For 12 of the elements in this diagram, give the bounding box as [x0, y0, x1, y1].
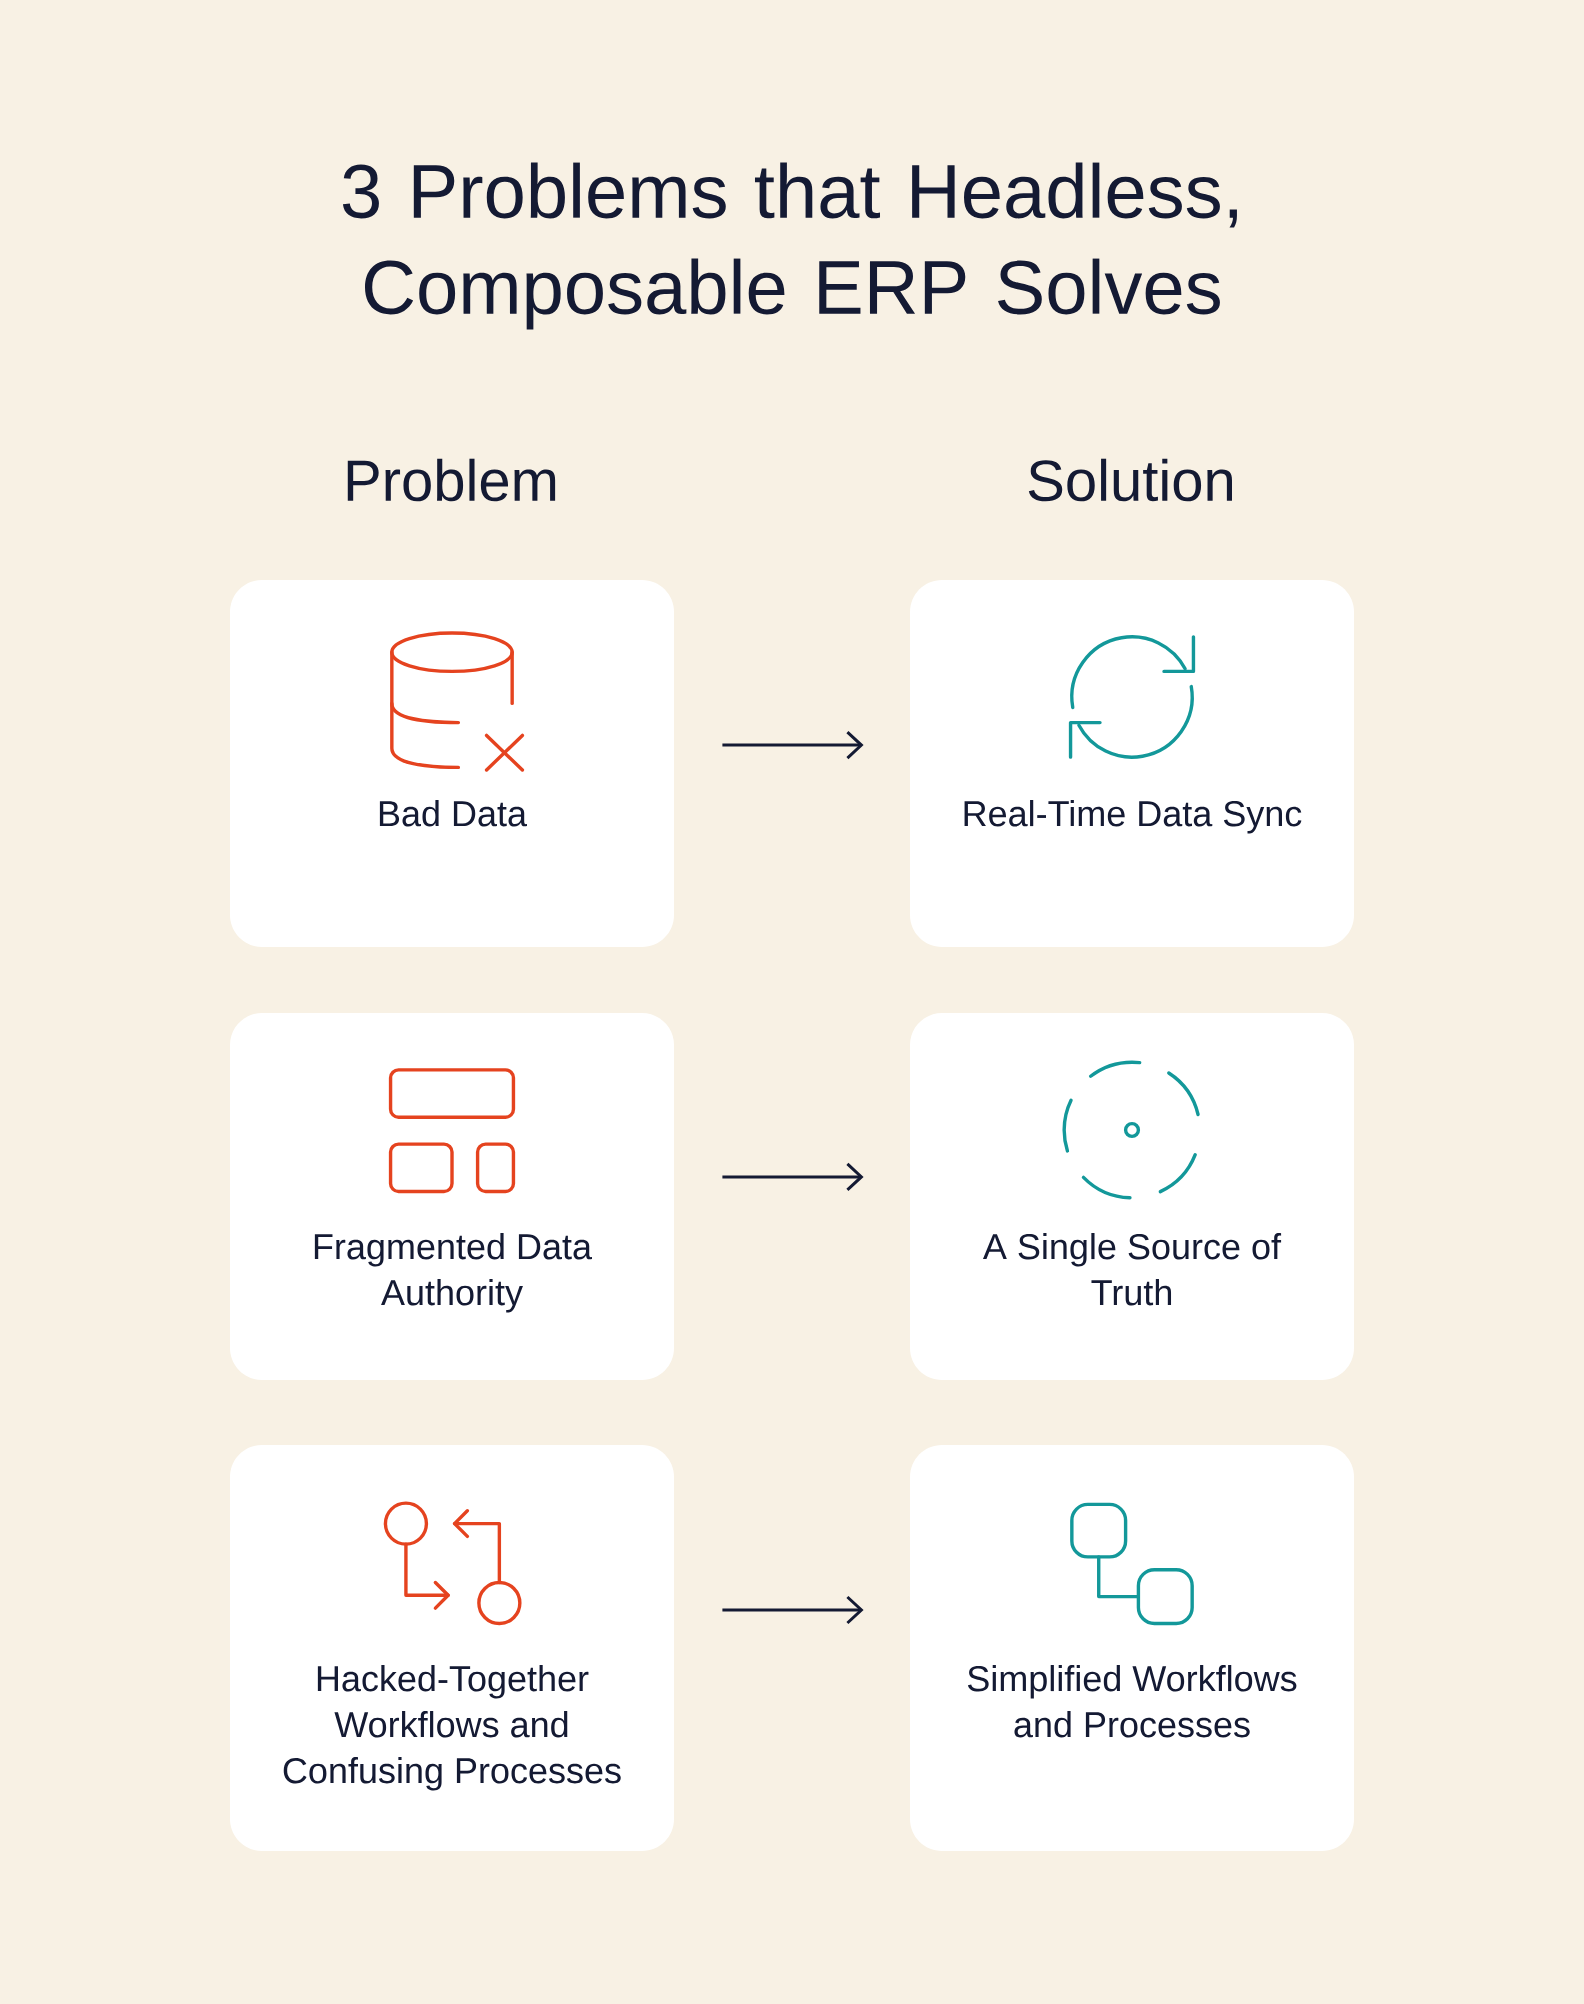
column-header: Solution	[1028, 458, 1232, 502]
card: Real-Time Data Sync	[910, 580, 1354, 947]
title: 3 Problems that Headless, Composable ERP Solves	[342, 162, 1237, 330]
card: Bad Data	[230, 580, 674, 947]
arrow	[722, 1595, 864, 1625]
arrow	[722, 1162, 864, 1191]
card: Fragmented Data Authority	[230, 1013, 674, 1380]
card: Simplified Workflows and Processes	[910, 1445, 1354, 1851]
card: Hacked-Together Workflows and Confusing Processes	[230, 1445, 674, 1851]
arrow	[722, 731, 864, 760]
card: A Single Source of Truth	[910, 1013, 1354, 1380]
column-header: Problem	[347, 458, 556, 502]
